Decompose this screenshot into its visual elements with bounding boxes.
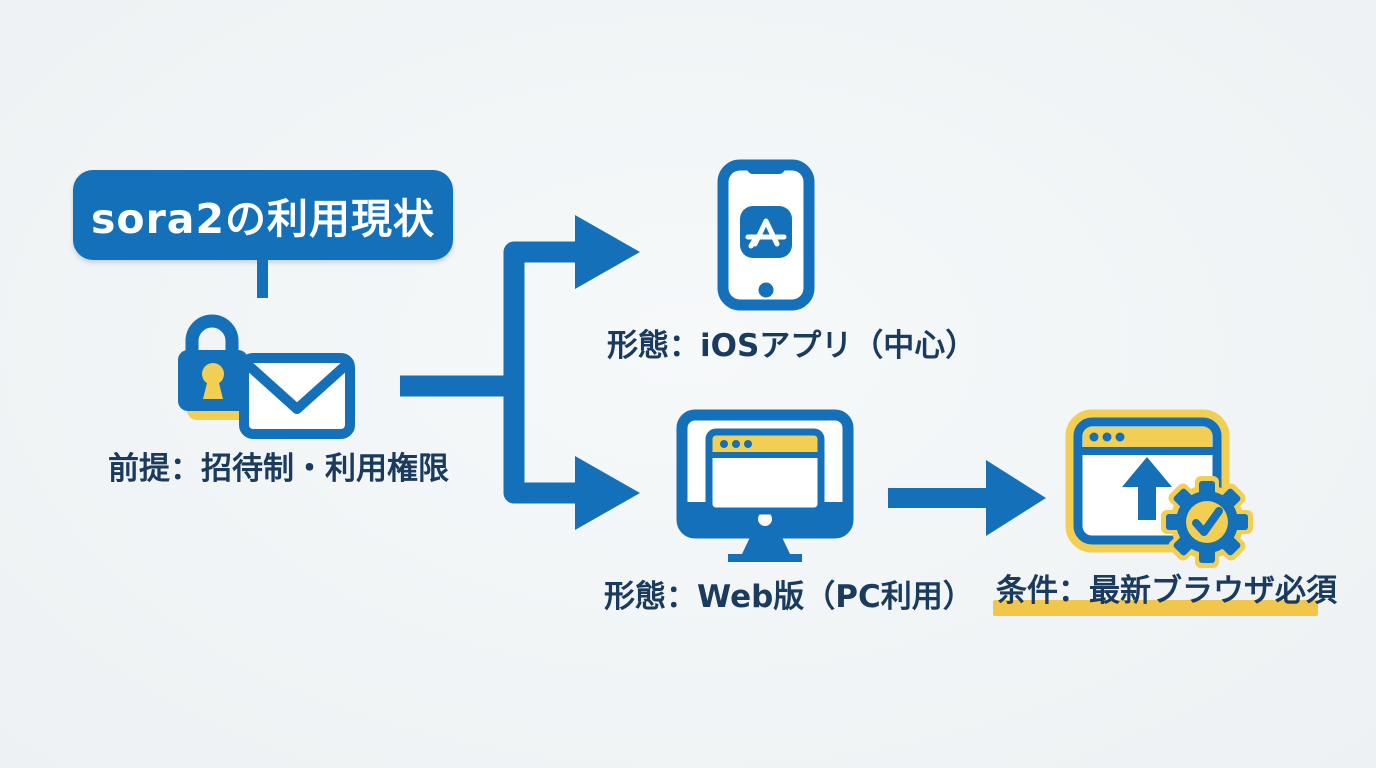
arrow-right-icon: [888, 460, 1046, 536]
upload-arrow-icon: [1122, 457, 1172, 520]
browser-dot: [1102, 432, 1112, 442]
browser-dot: [1089, 432, 1099, 442]
branch-fork: [503, 241, 580, 504]
keyhole-slot: [203, 379, 223, 399]
arrow-shaft: [888, 488, 990, 508]
envelope-icon: [239, 353, 355, 439]
app-store-icon: [740, 206, 792, 258]
monitor-icon: [676, 409, 854, 562]
browser-dot: [744, 440, 752, 448]
checkmark-icon: [1192, 507, 1223, 536]
monitor-stand: [728, 533, 802, 562]
page-title: sora2の利用現状: [91, 195, 435, 243]
highlight-underline: [993, 600, 1318, 616]
ios-label: 形態：iOSアプリ（中心）: [607, 328, 977, 364]
browser-window-icon: [705, 428, 825, 515]
gear-check-icon: [1161, 476, 1253, 568]
browser-dot: [1115, 432, 1125, 442]
condition-label-group: 条件：最新ブラウザ必須: [993, 573, 1337, 616]
envelope-body: [239, 353, 355, 439]
lock-shackle: [185, 314, 239, 369]
arrowhead-bottom: [575, 456, 640, 530]
browser-dot: [720, 440, 728, 448]
browser-titlebar: [712, 435, 818, 453]
phone-home-dot: [758, 282, 774, 298]
keyhole: [202, 363, 224, 385]
title-box: sora2の利用現状: [73, 170, 453, 260]
arrowhead-top: [575, 215, 640, 289]
browser-update-icon: [1065, 409, 1253, 568]
browser-dot: [732, 440, 740, 448]
phone-notch: [747, 161, 785, 174]
arrowhead: [986, 460, 1046, 536]
browser-titlebar: [1083, 427, 1212, 447]
premise-label: 前提：招待制・利用権限: [108, 451, 449, 487]
envelope-flap: [244, 361, 350, 414]
smartphone-icon: [717, 159, 815, 311]
title-connector-line: [257, 260, 268, 298]
monitor-power-dot: [758, 512, 772, 526]
branch-arrow-icon: [400, 215, 640, 530]
web-label: 形態：Web版（PC利用）: [604, 579, 974, 615]
condition-label: 条件：最新ブラウザ必須: [996, 573, 1337, 609]
